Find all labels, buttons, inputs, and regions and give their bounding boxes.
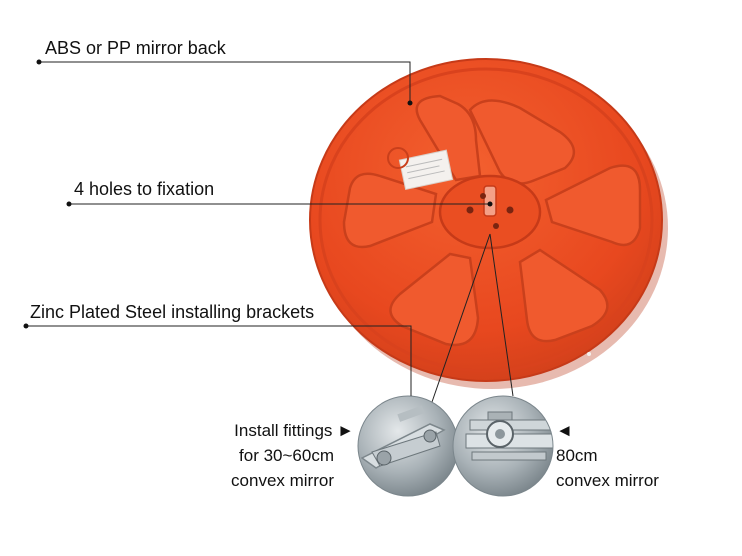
label-sticker xyxy=(398,149,454,191)
callout-mirror-back: ABS or PP mirror back xyxy=(45,38,226,58)
large-fitting-photo xyxy=(452,395,554,497)
large-fitting-line2: convex mirror xyxy=(556,471,659,490)
small-fitting-line2: for 30~60cm xyxy=(239,446,334,465)
callout-lines xyxy=(26,61,514,403)
small-fitting-line1: Install fittings ► xyxy=(234,421,354,440)
mirror-ribs xyxy=(342,94,642,347)
small-fitting-line3: convex mirror xyxy=(231,471,334,490)
large-fitting-line1: 80cm xyxy=(556,446,598,465)
callout-holes: 4 holes to fixation xyxy=(74,179,215,199)
embossed-logo xyxy=(387,147,409,169)
large-fitting-arrow: ◄ xyxy=(556,421,573,440)
small-fitting-photo xyxy=(357,395,459,497)
small-fitting-caption: Install fittings ► for 30~60cm convex mi… xyxy=(200,418,354,493)
callout-brackets: Zinc Plated Steel installing brackets xyxy=(30,302,315,322)
large-fitting-caption: ◄ 80cm convex mirror xyxy=(556,418,659,493)
mirror-back xyxy=(309,58,668,389)
